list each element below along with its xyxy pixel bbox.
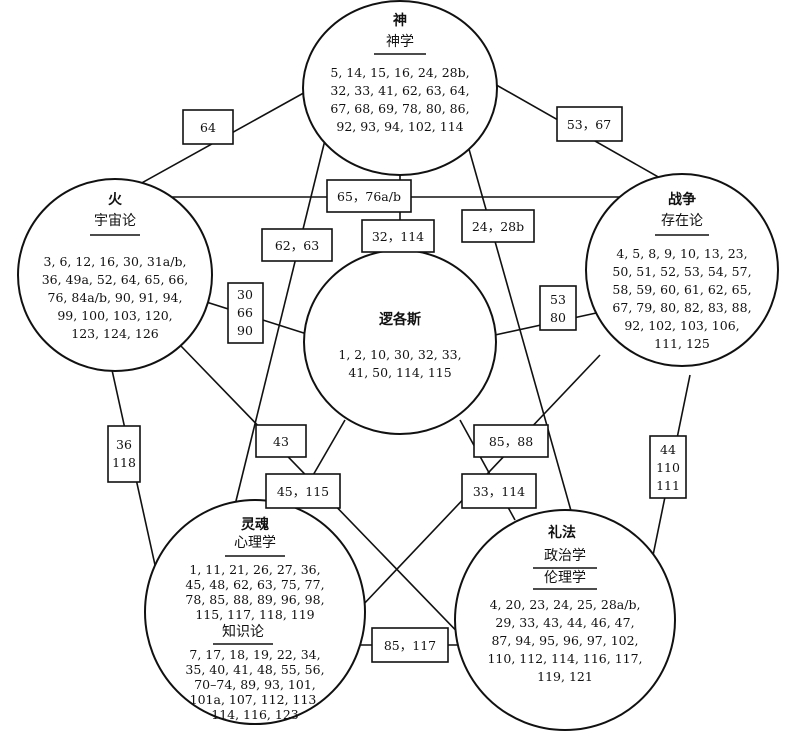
- node-linghun-circle: [144, 499, 366, 725]
- edge-label-huo-zhanzheng: 65，76a/b: [326, 179, 412, 213]
- node-lifa: 礼法 政治学 伦理学 4, 20, 23, 24, 25, 28a/b, 29,…: [454, 509, 676, 731]
- node-huo-refs-line: 99, 100, 103, 120,: [57, 308, 172, 323]
- node-zhanzheng-refs-line: 92, 102, 103, 106,: [624, 318, 739, 333]
- node-huo-refs-line: 76, 84a/b, 90, 91, 94,: [48, 290, 183, 305]
- node-huo-subtitle: 宇宙论: [94, 213, 136, 229]
- node-linghun-refs-line: 45, 48, 62, 63, 75, 77,: [185, 577, 324, 592]
- edge-label-huo-logos: 30 66 90: [227, 282, 264, 344]
- node-huo-circle: [17, 178, 213, 372]
- edge-label-shen-lifa: 24，28b: [461, 209, 535, 243]
- node-zhanzheng-refs-line: 50, 51, 52, 53, 54, 57,: [612, 264, 751, 279]
- svg-text:64: 64: [200, 120, 216, 135]
- node-zhanzheng-title: 战争: [668, 191, 696, 208]
- node-huo-title: 火: [108, 192, 123, 208]
- svg-text:43: 43: [273, 434, 289, 449]
- node-shen-title: 神: [393, 12, 407, 29]
- node-lifa-title: 礼法: [548, 524, 576, 541]
- svg-text:118: 118: [112, 455, 136, 470]
- node-huo-refs-line: 36, 49a, 52, 64, 65, 66,: [42, 272, 189, 287]
- node-linghun-refs-line: 78, 85, 88, 89, 96, 98,: [185, 592, 324, 607]
- node-lifa-subtitle: 政治学: [544, 548, 586, 564]
- svg-text:44: 44: [660, 442, 676, 457]
- node-zhanzheng: 战争 存在论 4, 5, 8, 9, 10, 13, 23, 50, 51, 5…: [585, 173, 779, 367]
- edge-label-zhanzheng-lifa: 44 110 111: [649, 435, 687, 499]
- node-zhanzheng-refs-line: 67, 79, 80, 82, 83, 88,: [612, 300, 751, 315]
- node-linghun-refs2-line: 101a, 107, 112, 113,: [190, 692, 321, 707]
- edge-label-shen-linghun: 62，63: [261, 228, 333, 262]
- svg-text:33，114: 33，114: [473, 484, 525, 499]
- svg-text:24，28b: 24，28b: [472, 219, 524, 234]
- edge-label-shen-zhanzheng: 53，67: [556, 106, 623, 142]
- edge-label-huo-lifa: 43: [255, 424, 307, 458]
- svg-text:111: 111: [656, 478, 680, 493]
- node-shen: 神 神学 5, 14, 15, 16, 24, 28b, 32, 33, 41,…: [302, 0, 498, 176]
- node-linghun-refs2-line: 35, 40, 41, 48, 55, 56,: [185, 662, 324, 677]
- node-shen-circle: [302, 0, 498, 176]
- svg-text:30: 30: [237, 287, 253, 302]
- edge-label-zhanzheng-logos: 53 80: [539, 285, 577, 331]
- svg-text:36: 36: [116, 437, 132, 452]
- node-logos-circle: [303, 249, 497, 435]
- svg-text:90: 90: [237, 323, 253, 338]
- svg-text:110: 110: [656, 460, 680, 475]
- svg-text:80: 80: [550, 310, 566, 325]
- edge-shen-linghun: [234, 139, 326, 506]
- edge-label-linghun-lifa: 85，117: [371, 627, 449, 663]
- svg-text:66: 66: [237, 305, 253, 320]
- node-shen-refs-line: 5, 14, 15, 16, 24, 28b,: [330, 65, 469, 80]
- svg-text:32，114: 32，114: [372, 229, 424, 244]
- node-logos-refs-line: 1, 2, 10, 30, 32, 33,: [338, 347, 461, 362]
- node-huo-refs-line: 123, 124, 126: [71, 326, 159, 341]
- node-linghun-refs-line: 115, 117, 118, 119: [195, 607, 314, 622]
- node-shen-refs-line: 67, 68, 69, 78, 80, 86,: [330, 101, 469, 116]
- node-lifa-refs-line: 4, 20, 23, 24, 25, 28a/b,: [490, 597, 641, 612]
- node-zhanzheng-refs-line: 4, 5, 8, 9, 10, 13, 23,: [616, 246, 747, 261]
- node-linghun-refs2-line: 70–74, 89, 93, 101,: [194, 677, 316, 692]
- node-linghun-refs2-line: 7, 17, 18, 19, 22, 34,: [189, 647, 320, 662]
- svg-text:85，88: 85，88: [489, 434, 533, 449]
- edge-label-zhanzheng-linghun: 85，88: [473, 424, 549, 458]
- node-linghun-refs-line: 1, 11, 21, 26, 27, 36,: [189, 562, 320, 577]
- edge-label-shen-huo: 64: [182, 109, 234, 145]
- node-logos-refs-line: 41, 50, 114, 115: [348, 365, 451, 380]
- node-linghun-title: 灵魂: [241, 516, 269, 533]
- node-lifa-refs-line: 29, 33, 43, 44, 46, 47,: [495, 615, 634, 630]
- node-lifa-circle: [454, 509, 676, 731]
- node-zhanzheng-circle: [585, 173, 779, 367]
- svg-text:85，117: 85，117: [384, 638, 436, 653]
- edge-label-shen-logos: 32，114: [361, 219, 435, 253]
- svg-text:62，63: 62，63: [275, 238, 319, 253]
- svg-text:53，67: 53，67: [567, 117, 611, 132]
- node-huo-refs-line: 3, 6, 12, 16, 30, 31a/b,: [44, 254, 187, 269]
- svg-text:65，76a/b: 65，76a/b: [337, 189, 401, 204]
- node-lifa-refs-line: 119, 121: [537, 669, 593, 684]
- node-shen-refs-line: 92, 93, 94, 102, 114: [336, 119, 463, 134]
- node-shen-refs-line: 32, 33, 41, 62, 63, 64,: [330, 83, 469, 98]
- edge-labels: 64 53，67 65，76a/b 62，63 32，114 24，28b: [107, 106, 687, 663]
- node-shen-subtitle: 神学: [386, 34, 414, 50]
- node-zhanzheng-refs-line: 58, 59, 60, 61, 62, 65,: [612, 282, 751, 297]
- edge-label-logos-lifa: 33，114: [461, 473, 537, 509]
- svg-text:53: 53: [550, 292, 566, 307]
- node-lifa-refs-line: 87, 94, 95, 96, 97, 102,: [491, 633, 638, 648]
- node-lifa-refs-line: 110, 112, 114, 116, 117,: [487, 651, 642, 666]
- node-zhanzheng-subtitle: 存在论: [661, 213, 703, 229]
- node-huo: 火 宇宙论 3, 6, 12, 16, 30, 31a/b, 36, 49a, …: [17, 178, 213, 372]
- node-linghun-subtitle: 知识论: [222, 623, 264, 640]
- node-linghun-subtitle: 心理学: [234, 535, 276, 551]
- node-linghun-refs2-line: 114, 116, 123: [211, 707, 299, 722]
- node-zhanzheng-refs-line: 111, 125: [654, 336, 710, 351]
- node-logos-title: 逻各斯: [379, 311, 421, 328]
- node-lifa-subtitle: 伦理学: [544, 570, 586, 586]
- edge-label-logos-linghun: 45，115: [265, 473, 341, 509]
- svg-text:45，115: 45，115: [277, 484, 329, 499]
- edge-label-huo-linghun: 36 118: [107, 425, 141, 483]
- node-logos: 逻各斯 1, 2, 10, 30, 32, 33, 41, 50, 114, 1…: [303, 249, 497, 435]
- node-linghun: 灵魂 心理学 1, 11, 21, 26, 27, 36, 45, 48, 62…: [144, 499, 366, 725]
